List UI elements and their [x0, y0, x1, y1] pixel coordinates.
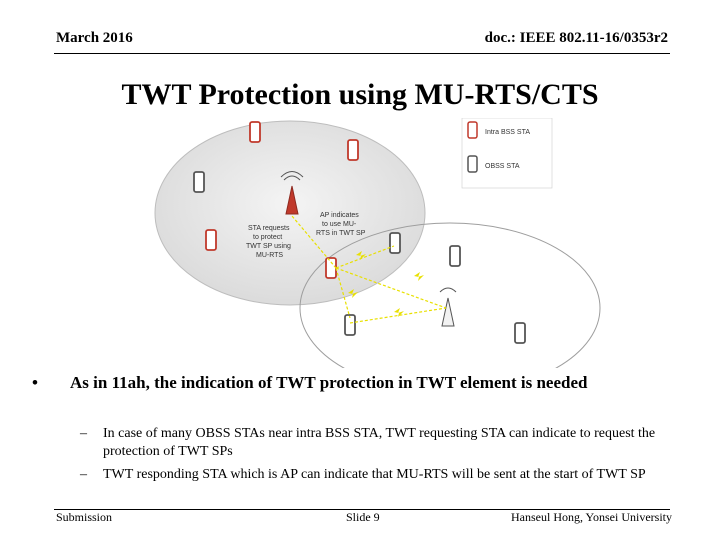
header-rule: [54, 53, 670, 54]
footer-submission: Submission: [56, 510, 112, 525]
bullet-glyph: •: [32, 372, 38, 394]
intra-sta-phone: [250, 122, 260, 142]
footer-author: Hanseul Hong, Yonsei University: [511, 510, 672, 525]
obss-sta-phone: [194, 172, 204, 192]
dash-glyph: –: [80, 466, 87, 484]
header-date: March 2016: [56, 30, 133, 47]
sub-bullet-text: TWT responding STA which is AP can indic…: [103, 466, 678, 484]
dash-glyph: –: [80, 425, 87, 443]
intra-sta-phone: [326, 258, 336, 278]
obss-sta-phone: [515, 323, 525, 343]
obss-sta-phone: [390, 233, 400, 253]
intra-sta-phone: [206, 230, 216, 250]
svg-text:MU-RTS: MU-RTS: [256, 252, 283, 259]
svg-text:to use MU-: to use MU-: [322, 221, 357, 228]
obss-sta-phone: [450, 246, 460, 266]
figure-legend: Intra BSS STA OBSS STA: [462, 118, 552, 188]
legend-intra-label: Intra BSS STA: [485, 129, 530, 136]
slide-title: TWT Protection using MU-RTS/CTS: [0, 78, 720, 112]
svg-text:TWT SP using: TWT SP using: [246, 243, 291, 250]
legend-obss-label: OBSS STA: [485, 163, 520, 170]
footer-slide-number: Slide 9: [346, 510, 380, 525]
obss-ap-icon: [440, 288, 456, 326]
intra-sta-phone: [348, 140, 358, 160]
svg-text:AP indicates: AP indicates: [320, 212, 359, 219]
sub-bullet-text: In case of many OBSS STAs near intra BSS…: [103, 425, 678, 461]
main-bullet-text: As in 11ah, the indication of TWT protec…: [70, 372, 660, 394]
svg-text:RTS in TWT SP: RTS in TWT SP: [316, 230, 366, 237]
twt-diagram: Intra BSS STA OBSS STA: [150, 118, 610, 368]
header-doc-id: doc.: IEEE 802.11-16/0353r2: [485, 30, 668, 47]
legend-obss-icon: [468, 156, 477, 172]
svg-text:STA requests: STA requests: [248, 225, 290, 232]
legend-intra-icon: [468, 122, 477, 138]
svg-text:to protect: to protect: [253, 234, 282, 241]
